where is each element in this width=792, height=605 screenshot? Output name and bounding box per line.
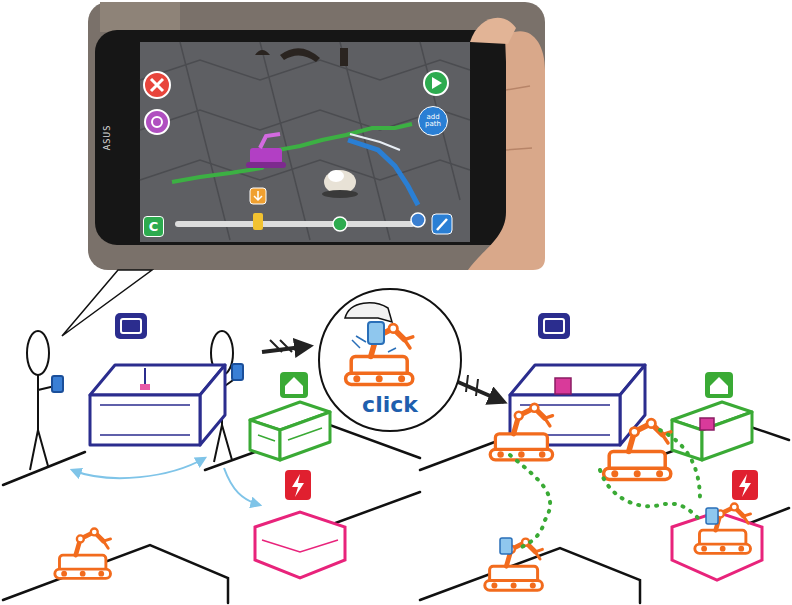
printer-icon [538,313,570,339]
phone-screen [140,42,470,242]
green-path [172,124,412,182]
screen-button: C [143,216,164,237]
blue-path [348,140,418,205]
walk-arrow [224,468,260,505]
button-text: click [362,394,418,416]
robot [485,539,543,591]
click-marks [352,336,396,352]
photo-furniture [100,2,180,32]
brand-label: ASUS [103,125,112,150]
floor-lines [3,425,789,603]
tablet-tag [368,322,384,344]
robot [695,503,751,553]
white-path [350,134,400,150]
charge-icon [732,470,758,500]
printed-part [700,418,714,430]
white-robot [322,170,358,198]
click-circle: click [318,288,462,432]
charge-icon [285,470,311,500]
3d-printer [90,365,225,445]
flow-arrow [458,382,504,402]
magenta-robot [246,134,286,168]
screen-buttons [144,71,452,234]
arrow-hatch [270,340,292,352]
phone-body [95,30,515,245]
walk-arrow [72,458,205,478]
button-text: C [149,220,159,233]
hand [468,18,545,270]
storage-icon [705,372,733,398]
station-detail [262,540,338,552]
carpet-pattern [140,42,470,240]
robot [55,528,111,578]
person [27,331,63,470]
robot-path [510,430,700,548]
tablet-tag [706,508,718,524]
photo-background [88,2,545,270]
storage-shelf [672,402,752,460]
print-object [140,384,150,390]
printer-icon [115,313,147,339]
fence-objects [255,48,348,66]
screen-button: add path [418,106,448,136]
robot [490,404,552,460]
storage-icon [280,372,308,398]
button-text: add path [422,114,444,129]
printed-part [555,378,571,394]
tablet-tag [500,538,512,554]
arrow-hatch [466,375,478,396]
hand [345,303,392,322]
charging-station [255,512,345,578]
storage-shelf [250,402,330,460]
